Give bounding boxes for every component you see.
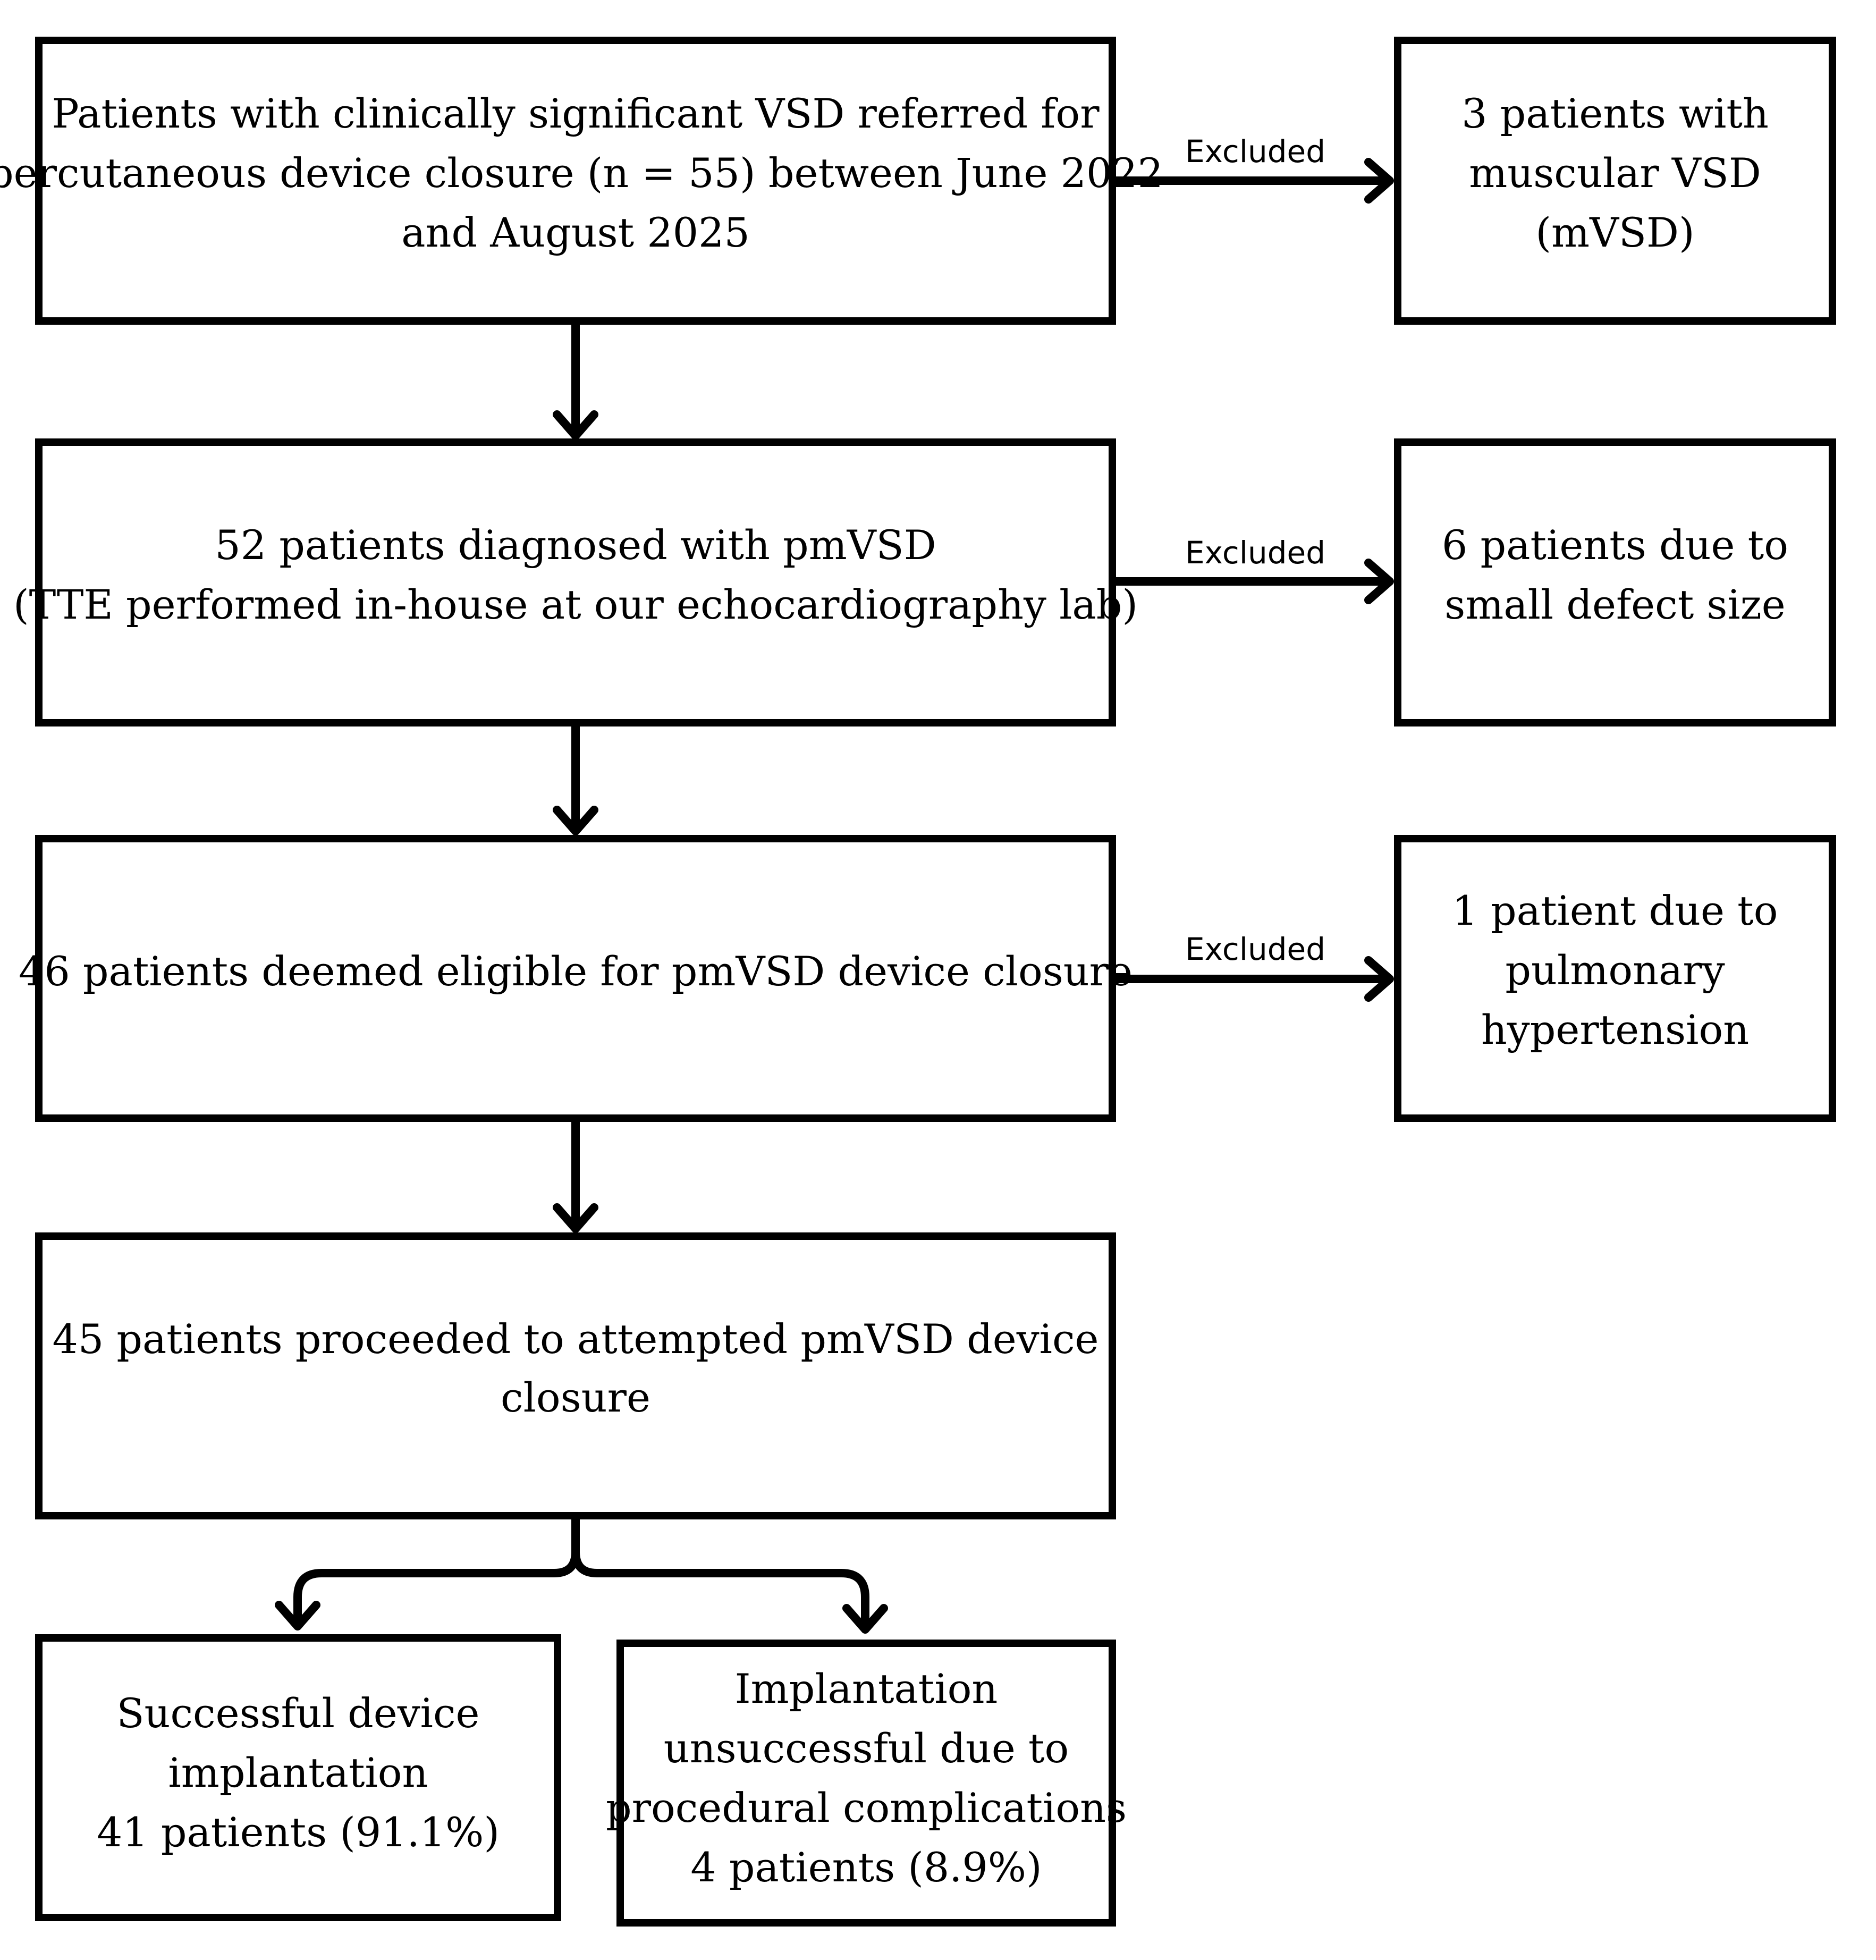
box-excluded-ph-line-1: 1 patient due to bbox=[1452, 887, 1778, 934]
arrow-down-1 bbox=[553, 321, 598, 440]
box-unsuccessful-line-3: procedural complications bbox=[606, 1784, 1127, 1831]
box-successful-line-1: Successful device bbox=[116, 1689, 479, 1737]
box-diagnosed-line-2: (TTE performed in-house at our echocardi… bbox=[13, 581, 1138, 628]
box-attempted-line-2: closure bbox=[501, 1374, 650, 1421]
box-excluded-ph: 1 patient due to pulmonary hypertension bbox=[1394, 835, 1836, 1122]
arrow-branch bbox=[275, 1516, 888, 1634]
box-successful-line-2: implantation bbox=[168, 1749, 428, 1796]
box-excluded-muscular-line-1: 3 patients with bbox=[1461, 90, 1769, 137]
box-successful: Successful device implantation 41 patien… bbox=[35, 1634, 561, 1921]
box-eligible-line-1: 46 patients deemed eligible for pmVSD de… bbox=[19, 948, 1133, 995]
box-attempted: 45 patients proceeded to attempted pmVSD… bbox=[35, 1232, 1116, 1519]
arrow-down-3 bbox=[553, 1118, 598, 1233]
box-excluded-muscular-line-3: (mVSD) bbox=[1535, 209, 1694, 256]
box-excluded-ph-line-2: pulmonary bbox=[1505, 947, 1725, 994]
arrow-excluded-1 bbox=[1112, 158, 1394, 204]
box-unsuccessful: Implantation unsuccessful due to procedu… bbox=[606, 1640, 1127, 1927]
box-excluded-small: 6 patients due to small defect size bbox=[1394, 438, 1836, 726]
box-referred: Patients with clinically significant VSD… bbox=[0, 37, 1163, 325]
box-referred-line-1: Patients with clinically significant VSD… bbox=[52, 90, 1100, 137]
box-excluded-small-line-1: 6 patients due to bbox=[1442, 521, 1788, 569]
box-referred-line-2: percutaneous device closure (n = 55) bet… bbox=[0, 149, 1163, 197]
arrow-excluded-3 bbox=[1112, 956, 1394, 1002]
box-excluded-ph-line-3: hypertension bbox=[1481, 1006, 1749, 1053]
box-diagnosed-line-1: 52 patients diagnosed with pmVSD bbox=[215, 521, 936, 569]
box-unsuccessful-line-4: 4 patients (8.9%) bbox=[690, 1844, 1042, 1891]
arrow-label-excluded-1: Excluded bbox=[1185, 133, 1325, 170]
box-excluded-muscular: 3 patients with muscular VSD (mVSD) bbox=[1394, 37, 1836, 325]
box-attempted-line-1: 45 patients proceeded to attempted pmVSD… bbox=[52, 1315, 1098, 1363]
box-successful-line-3: 41 patients (91.1%) bbox=[97, 1809, 500, 1856]
box-excluded-small-line-2: small defect size bbox=[1444, 581, 1785, 628]
arrow-down-2 bbox=[553, 723, 598, 835]
arrow-label-excluded-3: Excluded bbox=[1185, 931, 1325, 967]
box-unsuccessful-line-1: Implantation bbox=[735, 1665, 998, 1712]
box-excluded-muscular-line-2: muscular VSD bbox=[1469, 149, 1761, 197]
box-unsuccessful-line-2: unsuccessful due to bbox=[664, 1725, 1069, 1772]
arrow-excluded-2 bbox=[1112, 559, 1394, 604]
box-diagnosed: 52 patients diagnosed with pmVSD (TTE pe… bbox=[13, 438, 1138, 726]
arrow-label-excluded-2: Excluded bbox=[1185, 535, 1325, 571]
box-eligible: 46 patients deemed eligible for pmVSD de… bbox=[19, 835, 1133, 1122]
box-referred-line-3: and August 2025 bbox=[401, 209, 750, 256]
